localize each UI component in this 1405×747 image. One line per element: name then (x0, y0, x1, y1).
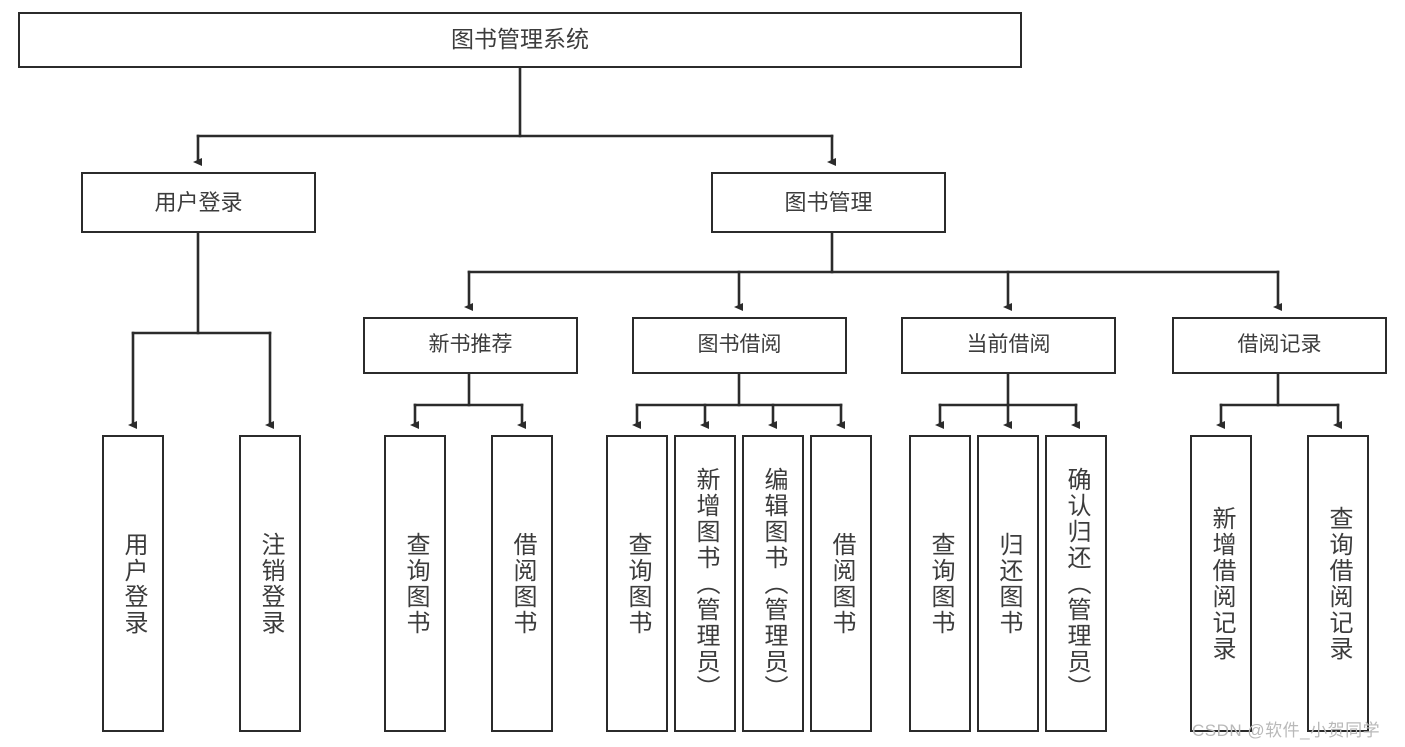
node-leaf-currentborrow-return-book[interactable]: 归还图书 (977, 435, 1039, 732)
node-leaf-bookborrow-add-book[interactable]: 新增图书（管理员） (674, 435, 736, 732)
node-user-login[interactable]: 用户登录 (81, 172, 316, 233)
node-label: 用户登录 (154, 189, 243, 215)
node-label: 新书推荐 (428, 333, 513, 357)
node-leaf-newbook-query-book[interactable]: 查询图书 (384, 435, 446, 732)
node-label: 当前借阅 (966, 333, 1051, 357)
node-label: 查询图书 (927, 531, 954, 636)
node-leaf-borrowrecord-query-record[interactable]: 查询借阅记录 (1307, 435, 1369, 732)
node-root-system[interactable]: 图书管理系统 (18, 12, 1022, 68)
node-leaf-bookborrow-edit-book[interactable]: 编辑图书（管理员） (742, 435, 804, 732)
node-current-borrow[interactable]: 当前借阅 (901, 317, 1116, 374)
node-label: 借阅图书 (509, 531, 536, 636)
node-leaf-bookborrow-query-book[interactable]: 查询图书 (606, 435, 668, 732)
node-leaf-bookborrow-borrow-book[interactable]: 借阅图书 (810, 435, 872, 732)
node-label: 图书借阅 (697, 333, 782, 357)
node-label: 新增借阅记录 (1208, 505, 1235, 662)
node-leaf-currentborrow-confirm-return[interactable]: 确认归还（管理员） (1045, 435, 1107, 732)
node-label: 用户登录 (120, 531, 147, 636)
node-leaf-currentborrow-query-book[interactable]: 查询图书 (909, 435, 971, 732)
node-label: 借阅图书 (828, 531, 855, 636)
node-book-borrow[interactable]: 图书借阅 (632, 317, 847, 374)
node-borrow-record[interactable]: 借阅记录 (1172, 317, 1387, 374)
node-label: 编辑图书（管理员） (760, 466, 787, 701)
node-label: 确认归还（管理员） (1063, 466, 1090, 701)
node-label: 图书管理系统 (451, 26, 589, 53)
node-leaf-user-login[interactable]: 用户登录 (102, 435, 164, 732)
node-label: 查询借阅记录 (1325, 505, 1352, 662)
node-label: 注销登录 (257, 531, 284, 636)
node-leaf-borrowrecord-add-record[interactable]: 新增借阅记录 (1190, 435, 1252, 732)
node-label: 图书管理 (784, 189, 873, 215)
node-label: 归还图书 (995, 531, 1022, 636)
node-label: 借阅记录 (1237, 333, 1322, 357)
node-new-book-recommend[interactable]: 新书推荐 (363, 317, 578, 374)
node-leaf-newbook-borrow-book[interactable]: 借阅图书 (491, 435, 553, 732)
node-book-management[interactable]: 图书管理 (711, 172, 946, 233)
node-label: 查询图书 (402, 531, 429, 636)
node-label: 查询图书 (624, 531, 651, 636)
node-leaf-user-logout[interactable]: 注销登录 (239, 435, 301, 732)
node-label: 新增图书（管理员） (692, 466, 719, 701)
